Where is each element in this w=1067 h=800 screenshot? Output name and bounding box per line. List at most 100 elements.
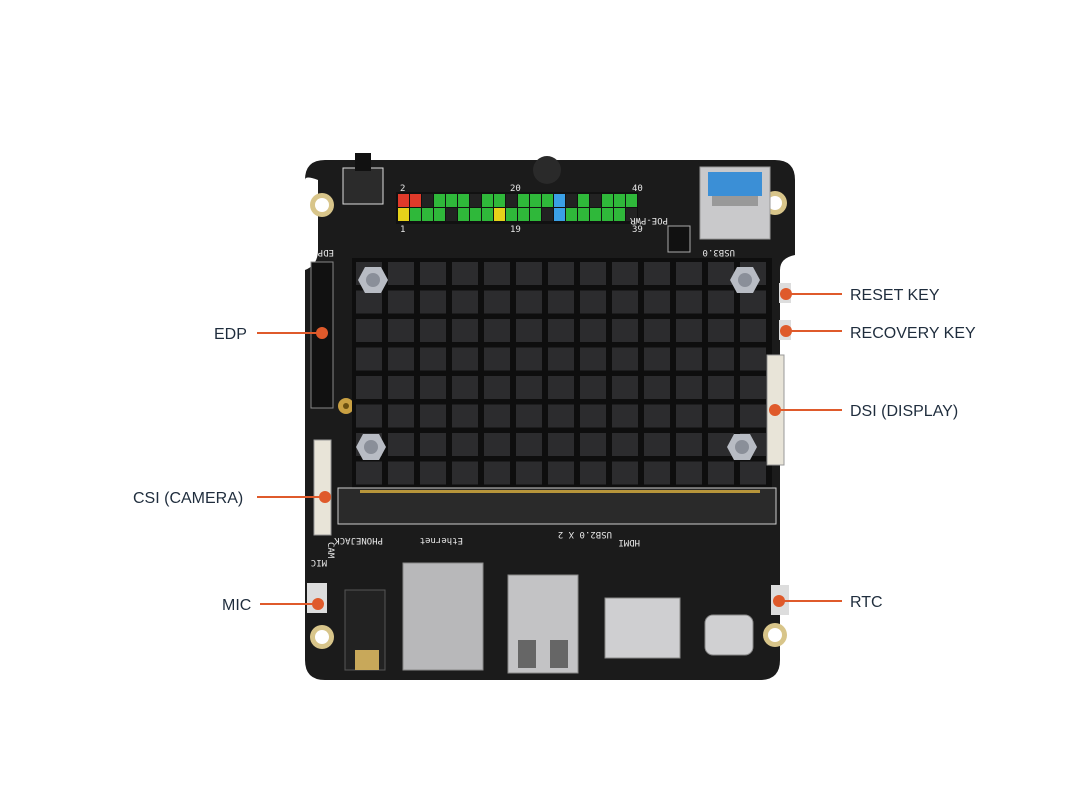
gpio-pin (578, 208, 589, 221)
heatsink-fin (676, 461, 702, 485)
heatsink-fin (676, 262, 702, 285)
heatsink-fin (388, 433, 414, 456)
heatsink-fin (484, 461, 510, 485)
heatsink-fin (644, 461, 670, 485)
gpio-pin (410, 194, 421, 207)
heatsink-fin (484, 404, 510, 428)
gpio-pin (614, 194, 625, 207)
heatsink-fin (388, 290, 414, 314)
heatsink-fin (580, 290, 606, 314)
heatsink-fin (548, 262, 574, 285)
heatsink-fin (452, 319, 478, 342)
heatsink-fin (548, 347, 574, 371)
silk-edp: EDP (317, 247, 334, 257)
heatsink-fin (644, 290, 670, 314)
heatsink-fin (452, 262, 478, 285)
silk-ethernet: Ethernet (420, 535, 463, 545)
heatsink-fin (612, 290, 638, 314)
heatsink-fin (676, 347, 702, 371)
heatsink-fin (548, 290, 574, 314)
heatsink-fin (484, 290, 510, 314)
heatsink-fin (740, 290, 766, 314)
heatsink-fin (644, 404, 670, 428)
gpio-pin (410, 208, 421, 221)
heatsink-fin (388, 347, 414, 371)
usb3-port (699, 166, 771, 240)
callout-label-mic: MIC (222, 597, 251, 614)
heatsink-fin (484, 347, 510, 371)
heatsink-fin (452, 376, 478, 399)
callout-mic: MIC (222, 597, 324, 614)
gpio-pin (446, 208, 457, 221)
heatsink-fin (516, 376, 542, 399)
heatsink-fin (580, 433, 606, 456)
heatsink-fin (644, 319, 670, 342)
silk-usb3: USB3.0 (702, 247, 735, 257)
usb-c-port (704, 614, 754, 656)
csi-connector (313, 439, 332, 536)
gpio-pin (518, 194, 529, 207)
ethernet-port (402, 562, 484, 671)
silk-usb2: USB2.0 X 2 (558, 529, 612, 539)
gpio-pin (566, 194, 577, 207)
heatsink-fin (740, 347, 766, 371)
heatsink-fin (516, 262, 542, 285)
heatsink-fin (420, 376, 446, 399)
gpio-pin (542, 194, 553, 207)
heatsink-fin (420, 461, 446, 485)
heatsink-fin (484, 376, 510, 399)
heatsink-fin (644, 376, 670, 399)
gpio-pin (614, 208, 625, 221)
heatsink-fin (516, 290, 542, 314)
heatsink-fin (612, 433, 638, 456)
silk-pin1: 1 (400, 225, 405, 235)
callout-recovery: RECOVERY KEY (780, 325, 976, 342)
heatsink-fin (548, 319, 574, 342)
ir-receiver (533, 156, 561, 184)
heatsink-fin (644, 262, 670, 285)
heatsink-fin (388, 319, 414, 342)
silk-poe: POE-PWR (629, 215, 668, 225)
heatsink-fin (740, 461, 766, 485)
callout-label-dsi: DSI (DISPLAY) (850, 403, 958, 420)
heatsink-fin (548, 433, 574, 456)
heatsink-fin (676, 290, 702, 314)
gpio-pin (590, 208, 601, 221)
heatsink-fin (516, 319, 542, 342)
sodimm-connector (337, 487, 777, 525)
heatsink-fin (708, 461, 734, 485)
gpio-pin (398, 208, 409, 221)
callout-reset: RESET KEY (780, 287, 940, 304)
gpio-pin (554, 208, 565, 221)
heatsink-fin (548, 376, 574, 399)
heatsink-fin (548, 461, 574, 485)
heatsink-fin (708, 319, 734, 342)
gpio-pin (530, 194, 541, 207)
poe-pwr-header (667, 225, 691, 253)
top-button (342, 167, 384, 205)
heatsink-fin (612, 347, 638, 371)
gpio-header (396, 192, 638, 224)
heatsink-fin (740, 376, 766, 399)
heatsink-fin (516, 347, 542, 371)
heatsink-fin (356, 290, 382, 314)
heatsink-fin (644, 347, 670, 371)
heatsink-fin (516, 433, 542, 456)
heatsink-fin (708, 347, 734, 371)
heatsink-fin (420, 262, 446, 285)
heatsink-fin (420, 347, 446, 371)
gpio-pin (542, 208, 553, 221)
heatsink-fin (356, 319, 382, 342)
heatsink-fin (580, 347, 606, 371)
gpio-pin (434, 208, 445, 221)
callout-label-edp: EDP (214, 326, 247, 343)
callout-label-recovery: RECOVERY KEY (850, 325, 976, 342)
silk-phonejack: PHONEJACK (334, 535, 383, 545)
audio-jack-ring (355, 650, 379, 670)
silk-pin39: 39 (632, 225, 643, 235)
heatsink-fin (740, 404, 766, 428)
heatsink-fin (580, 319, 606, 342)
callout-csi: CSI (CAMERA) (133, 490, 331, 507)
silk-mic: MIC (311, 557, 327, 567)
